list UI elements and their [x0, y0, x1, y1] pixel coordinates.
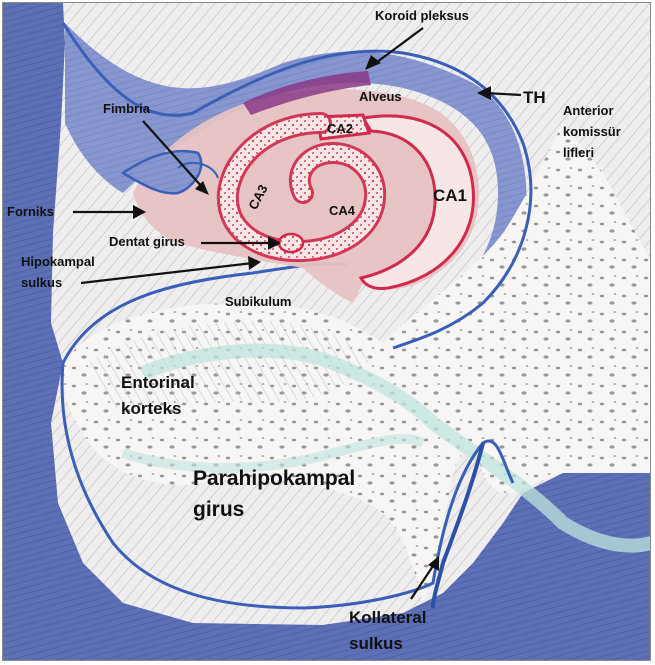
label-th: TH [523, 88, 546, 107]
dentat-girus-knob [279, 234, 303, 252]
label-anterior-line3: lifleri [563, 145, 594, 160]
label-entorinal-line1: Entorinal [121, 373, 195, 392]
label-ca4: CA4 [329, 203, 356, 218]
label-ca1: CA1 [433, 186, 467, 205]
label-fimbria: Fimbria [103, 101, 151, 116]
label-alveus: Alveus [359, 89, 402, 104]
label-hipokampal-line1: Hipokampal [21, 254, 95, 269]
label-anterior-line2: komissür [563, 124, 621, 139]
label-anterior-line1: Anterior [563, 103, 614, 118]
label-forniks: Forniks [7, 204, 54, 219]
label-hipokampal-line2: sulkus [21, 275, 62, 290]
hippocampus-diagram: Koroid pleksus TH Alveus Fimbria Anterio… [3, 3, 651, 661]
label-ca2: CA2 [327, 121, 353, 136]
label-koroid-pleksus: Koroid pleksus [375, 8, 469, 23]
label-subikulum: Subikulum [225, 294, 291, 309]
label-kollateral-line2: sulkus [349, 634, 403, 653]
label-entorinal-line2: korteks [121, 399, 181, 418]
label-parahipokampal-line2: girus [193, 498, 244, 521]
label-parahipokampal-line1: Parahipokampal [193, 467, 355, 490]
label-dentat-girus: Dentat girus [109, 234, 185, 249]
label-kollateral-line1: Kollateral [349, 608, 426, 627]
